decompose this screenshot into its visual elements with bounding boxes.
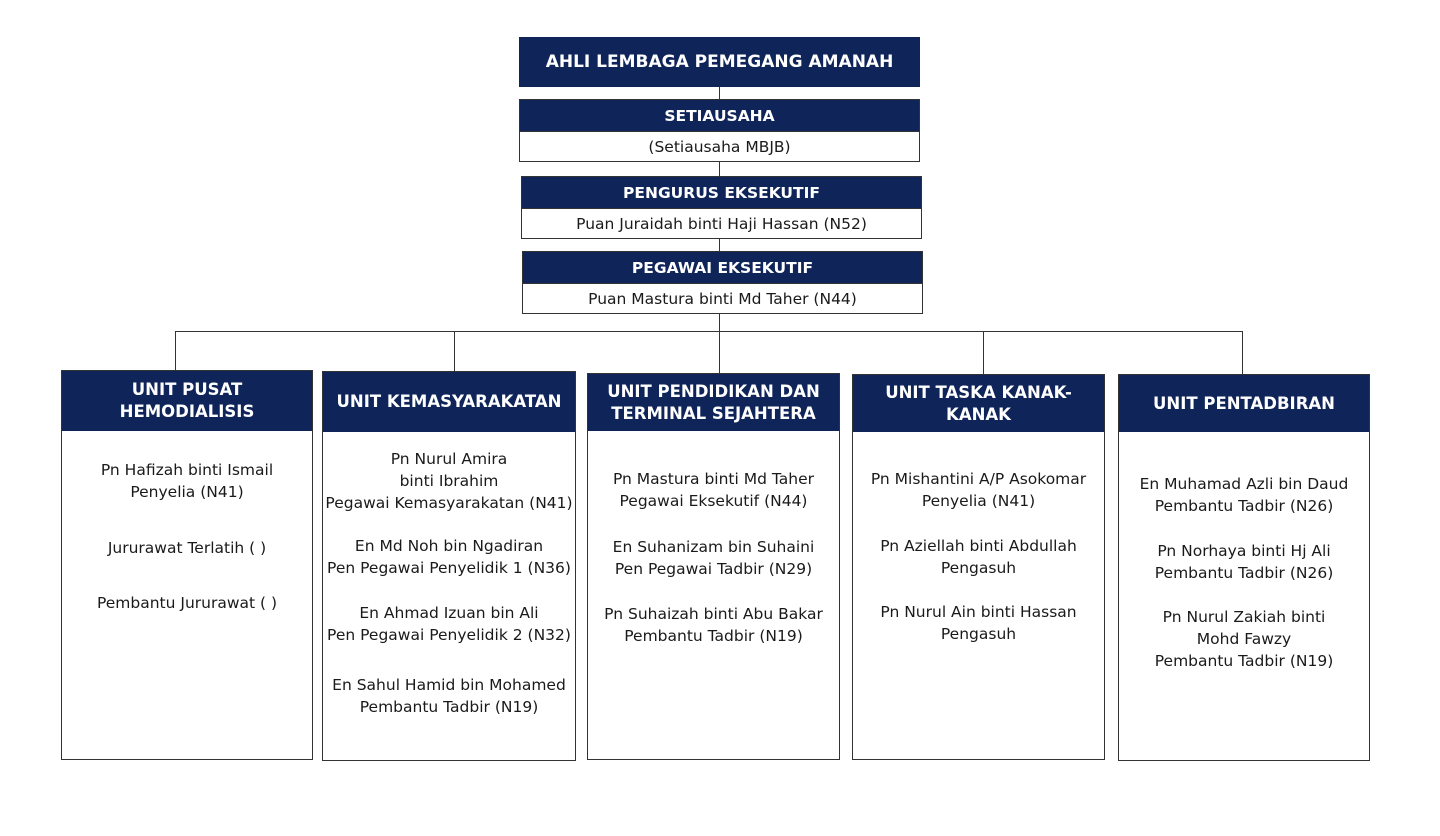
staff-position: Penyelia (N41): [921, 492, 1036, 510]
pengurus-name: Puan Juraidah binti Haji Hassan (N52): [522, 208, 921, 238]
unit-title-hemodialisis: UNIT PUSAT HEMODIALISIS: [62, 371, 312, 431]
setiausaha-name: (Setiausaha MBJB): [520, 131, 919, 161]
staff-name: Pn Mishantini A/P Asokomar: [870, 470, 1087, 488]
staff-name: En Sahul Hamid bin Mohamed: [332, 676, 566, 694]
staff-name: Pn Suhaizah binti Abu Bakar: [604, 605, 823, 623]
staff-name: Mohd Fawzy: [1196, 630, 1292, 648]
unit-title-taska: UNIT TASKA KANAK-KANAK: [853, 375, 1104, 432]
setiausaha-title: SETIAUSAHA: [520, 100, 919, 131]
staff-position: Pengasuh: [940, 625, 1017, 643]
pegawai-eksekutif-box: PEGAWAI EKSEKUTIF Puan Mastura binti Md …: [522, 251, 923, 314]
unit-title-line: UNIT TASKA KANAK-KANAK: [885, 382, 1072, 424]
connector-drop-4: [983, 331, 984, 375]
unit-box-hemodialisis: UNIT PUSAT HEMODIALISIS Pn Hafizah binti …: [61, 370, 313, 760]
staff-position: Pembantu Tadbir (N26): [1154, 564, 1334, 582]
connector-drop-3: [719, 331, 720, 374]
staff-position: Pengasuh: [940, 559, 1017, 577]
unit-title-line: UNIT PENTADBIRAN: [1153, 393, 1335, 413]
staff-name: Pn Nurul Zakiah binti: [1162, 608, 1326, 626]
setiausaha-box: SETIAUSAHA (Setiausaha MBJB): [519, 99, 920, 162]
staff-name: Pn Mastura binti Md Taher: [612, 470, 815, 488]
unit-title-line: UNIT KEMASYARAKATAN: [336, 392, 562, 411]
pengurus-eksekutif-box: PENGURUS EKSEKUTIF Puan Juraidah binti H…: [521, 176, 922, 239]
staff-name: En Ahmad Izuan bin Ali: [359, 604, 539, 622]
staff-position: Pegawai Eksekutif (N44): [619, 492, 808, 510]
staff-name: Jururawat Terlatih ( ): [107, 539, 267, 557]
staff-position: Pen Pegawai Tadbir (N29): [614, 560, 813, 578]
staff-entry: Jururawat Terlatih ( ): [62, 537, 312, 559]
connector-setiausaha: [719, 160, 720, 176]
staff-name: binti Ibrahim: [399, 472, 499, 490]
board-of-trustees-box: AHLI LEMBAGA PEMEGANG AMANAH: [519, 37, 920, 87]
unit-title-line: TERMINAL SEJAHTERA: [611, 403, 816, 423]
staff-name: Pn Nurul Ain binti Hassan: [880, 603, 1077, 621]
unit-box-taska: UNIT TASKA KANAK-KANAK Pn Mishantini A/P …: [852, 374, 1105, 760]
connector-top: [719, 87, 720, 99]
connector-pengurus: [719, 238, 720, 251]
pegawai-title: PEGAWAI EKSEKUTIF: [523, 252, 922, 283]
board-title: AHLI LEMBAGA PEMEGANG AMANAH: [545, 52, 894, 72]
staff-name: En Suhanizam bin Suhaini: [612, 538, 815, 556]
staff-position: Pen Pegawai Penyelidik 1 (N36): [327, 559, 571, 577]
unit-box-pentadbiran: UNIT PENTADBIRAN En Muhamad Azli bin Daud…: [1118, 374, 1370, 761]
connector-bus: [175, 331, 1243, 332]
pegawai-name: Puan Mastura binti Md Taher (N44): [523, 283, 922, 313]
unit-title-kemasyarakatan: UNIT KEMASYARAKATAN: [323, 372, 575, 432]
staff-name: Pn Norhaya binti Hj Ali: [1157, 542, 1331, 560]
staff-name: En Muhamad Azli bin Daud: [1139, 475, 1349, 493]
staff-position: Pen Pegawai Penyelidik 2 (N32): [327, 626, 571, 644]
staff-entry: Pembantu Jururawat ( ): [62, 592, 312, 614]
unit-title-pentadbiran: UNIT PENTADBIRAN: [1119, 375, 1369, 432]
pengurus-title: PENGURUS EKSEKUTIF: [522, 177, 921, 208]
unit-box-kemasyarakatan: UNIT KEMASYARAKATAN Pn Nurul Amira binti I…: [322, 371, 576, 761]
staff-position: Penyelia (N41): [130, 483, 244, 501]
connector-drop-2: [454, 331, 455, 372]
staff-position: Pembantu Tadbir (N19): [359, 698, 539, 716]
unit-title-line: UNIT PUSAT HEMODIALISIS: [119, 380, 255, 421]
unit-title-line: UNIT PENDIDIKAN DAN: [607, 381, 820, 401]
connector-drop-5: [1242, 331, 1243, 375]
staff-name: Pn Aziellah binti Abdullah: [880, 537, 1077, 555]
staff-name: En Md Noh bin Ngadiran: [354, 537, 544, 555]
staff-name: Pn Hafizah binti Ismail: [100, 461, 274, 479]
connector-trunk: [719, 313, 720, 332]
staff-position: Pegawai Kemasyarakatan (N41): [325, 494, 573, 512]
staff-name: Pn Nurul Amira: [390, 450, 508, 468]
staff-name: Pembantu Jururawat ( ): [96, 594, 278, 612]
connector-drop-1: [175, 331, 176, 371]
staff-position: Pembantu Tadbir (N26): [1154, 497, 1334, 515]
staff-position: Pembantu Tadbir (N19): [1154, 652, 1334, 670]
staff-position: Pembantu Tadbir (N19): [624, 627, 803, 645]
